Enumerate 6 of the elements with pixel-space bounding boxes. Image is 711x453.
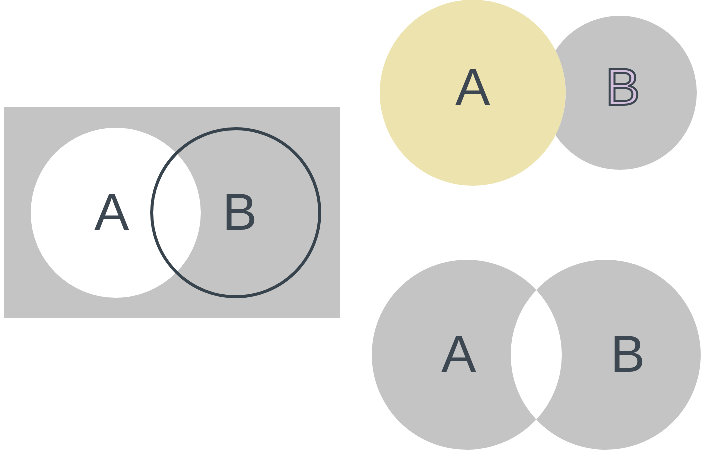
set-label: A	[442, 326, 476, 384]
set-label: A	[94, 184, 130, 242]
set-label: A	[456, 59, 490, 117]
set-label: B	[222, 184, 258, 242]
set-label: B	[606, 59, 640, 117]
set-label: B	[610, 326, 646, 384]
